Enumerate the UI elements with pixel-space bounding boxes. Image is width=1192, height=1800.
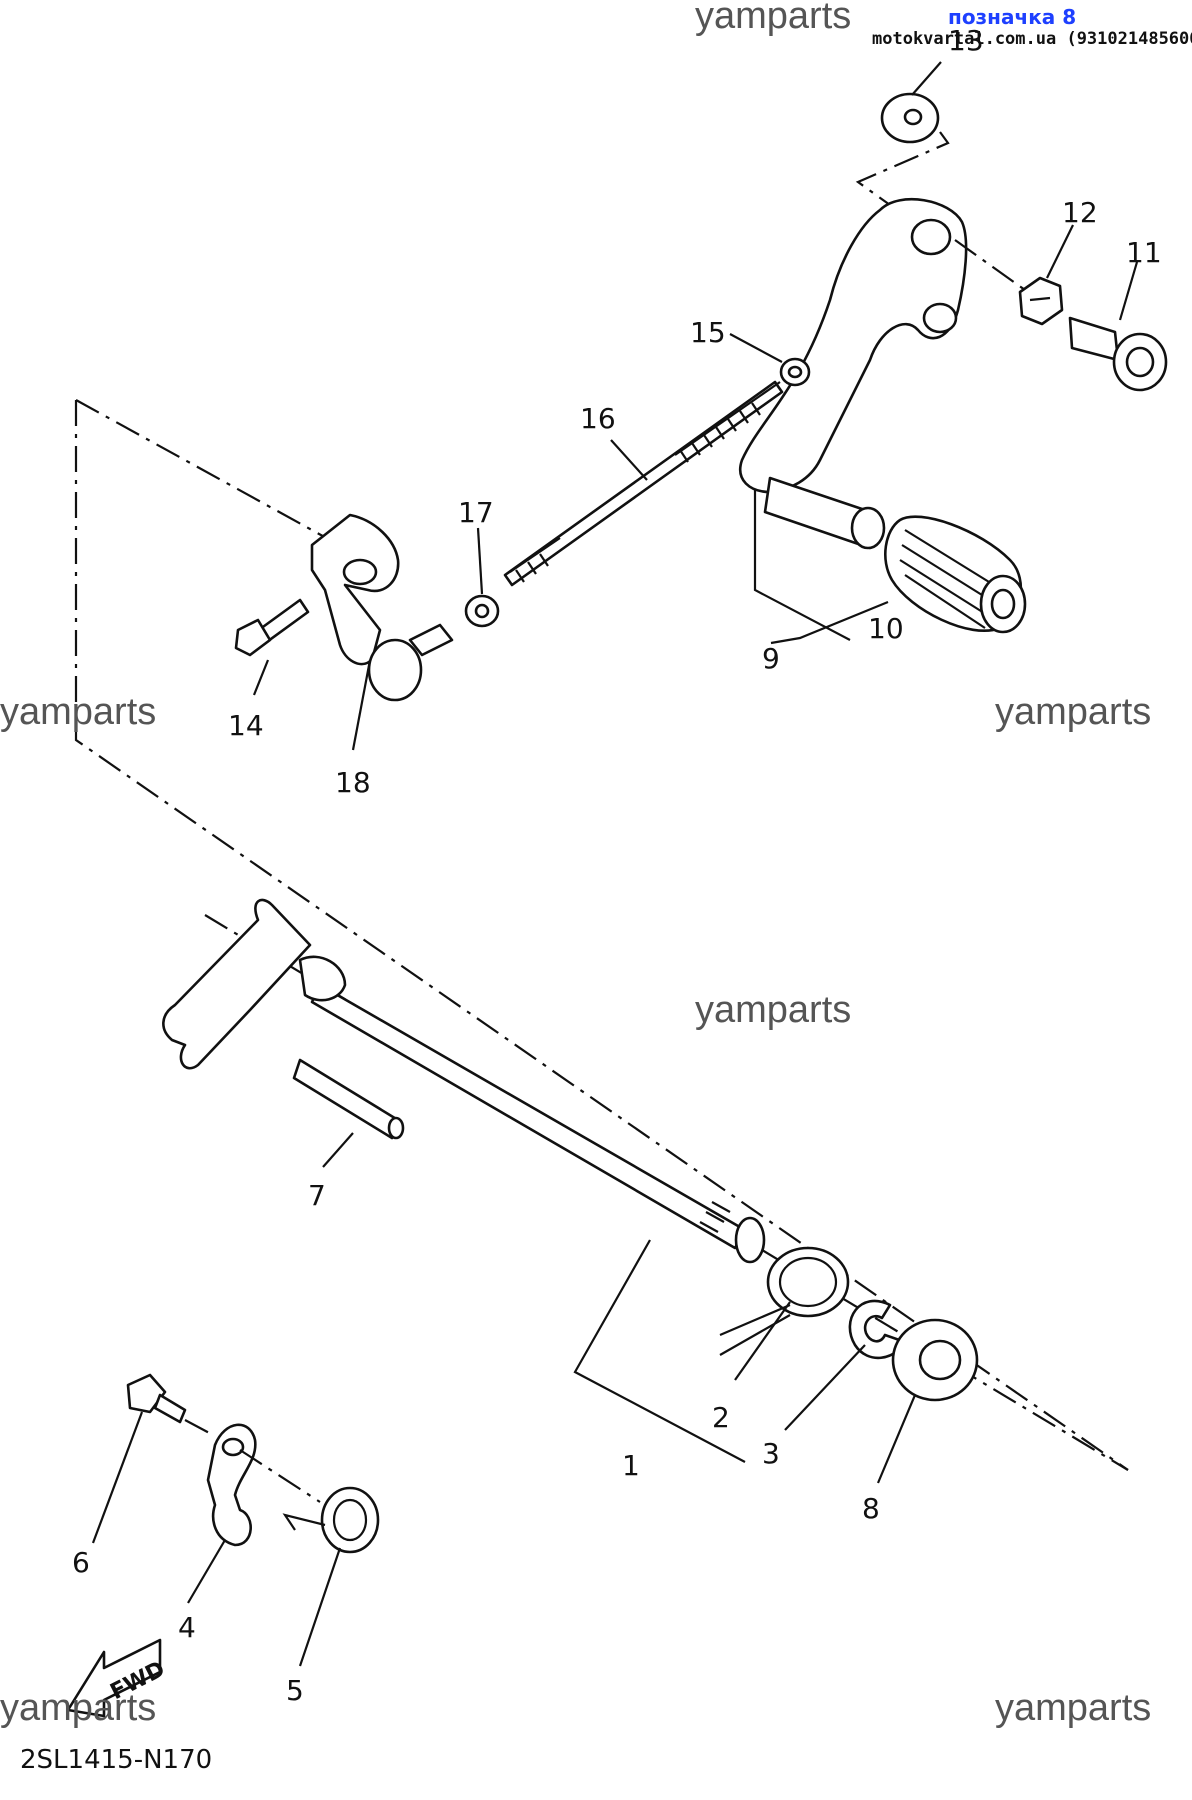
watermark: yamparts bbox=[695, 989, 851, 1031]
callout-10: 10 bbox=[868, 612, 904, 645]
callout-16: 16 bbox=[580, 402, 616, 435]
shift-pedal-part-9 bbox=[739, 197, 968, 641]
nut-part-15 bbox=[779, 357, 811, 387]
watermark: yamparts bbox=[0, 691, 156, 733]
nut-part-17 bbox=[464, 594, 500, 628]
callout-18: 18 bbox=[335, 766, 371, 799]
pin-part-7 bbox=[292, 1058, 405, 1140]
watermark: yamparts bbox=[995, 691, 1151, 733]
callout-1: 1 bbox=[622, 1449, 640, 1482]
shift-rod-part-16 bbox=[503, 380, 784, 587]
rubber-grip-part-10 bbox=[884, 515, 1027, 634]
stopper-spring-part-5 bbox=[282, 1486, 380, 1554]
callout-leaders bbox=[91, 61, 1139, 1667]
diagram-code: 2SL1415-N170 bbox=[20, 1745, 212, 1775]
blue-note: позначка 8 bbox=[948, 5, 1076, 29]
callout-2: 2 bbox=[712, 1401, 730, 1434]
nut-part-12 bbox=[954, 239, 1064, 326]
callout-9: 9 bbox=[762, 642, 780, 675]
bolt-part-14 bbox=[234, 598, 310, 657]
callout-8: 8 bbox=[862, 1492, 880, 1525]
watermark: yamparts bbox=[995, 1687, 1151, 1729]
shift-arm-part-18 bbox=[310, 513, 454, 702]
callout-numbers: 13 12 11 15 16 17 14 18 9 10 7 2 3 1 8 6… bbox=[72, 24, 1162, 1707]
callout-14: 14 bbox=[228, 709, 264, 742]
callout-15: 15 bbox=[690, 316, 726, 349]
return-spring-part-2 bbox=[719, 1246, 850, 1356]
callout-12: 12 bbox=[1062, 196, 1098, 229]
callout-4: 4 bbox=[178, 1611, 196, 1644]
shop-info: motokvartal.com.ua (931021485600) bbox=[872, 29, 1192, 49]
callout-17: 17 bbox=[458, 496, 494, 529]
bolt-part-6 bbox=[126, 1373, 216, 1437]
callout-7: 7 bbox=[308, 1179, 326, 1212]
oil-seal-part-8 bbox=[891, 1318, 979, 1402]
watermarks: yamparts yamparts yamparts yamparts yamp… bbox=[0, 0, 1151, 1729]
shift-shaft-part-1 bbox=[162, 898, 766, 1264]
callout-11: 11 bbox=[1126, 236, 1162, 269]
callout-13: 13 bbox=[948, 24, 984, 57]
stopper-lever-part-4 bbox=[206, 1423, 321, 1547]
washer-part-13 bbox=[855, 92, 950, 206]
callout-6: 6 bbox=[72, 1546, 90, 1579]
callout-3: 3 bbox=[762, 1437, 780, 1470]
bolt-part-11 bbox=[1068, 316, 1168, 392]
callout-5: 5 bbox=[286, 1674, 304, 1707]
watermark: yamparts bbox=[0, 1687, 156, 1729]
watermark: yamparts bbox=[695, 0, 851, 37]
